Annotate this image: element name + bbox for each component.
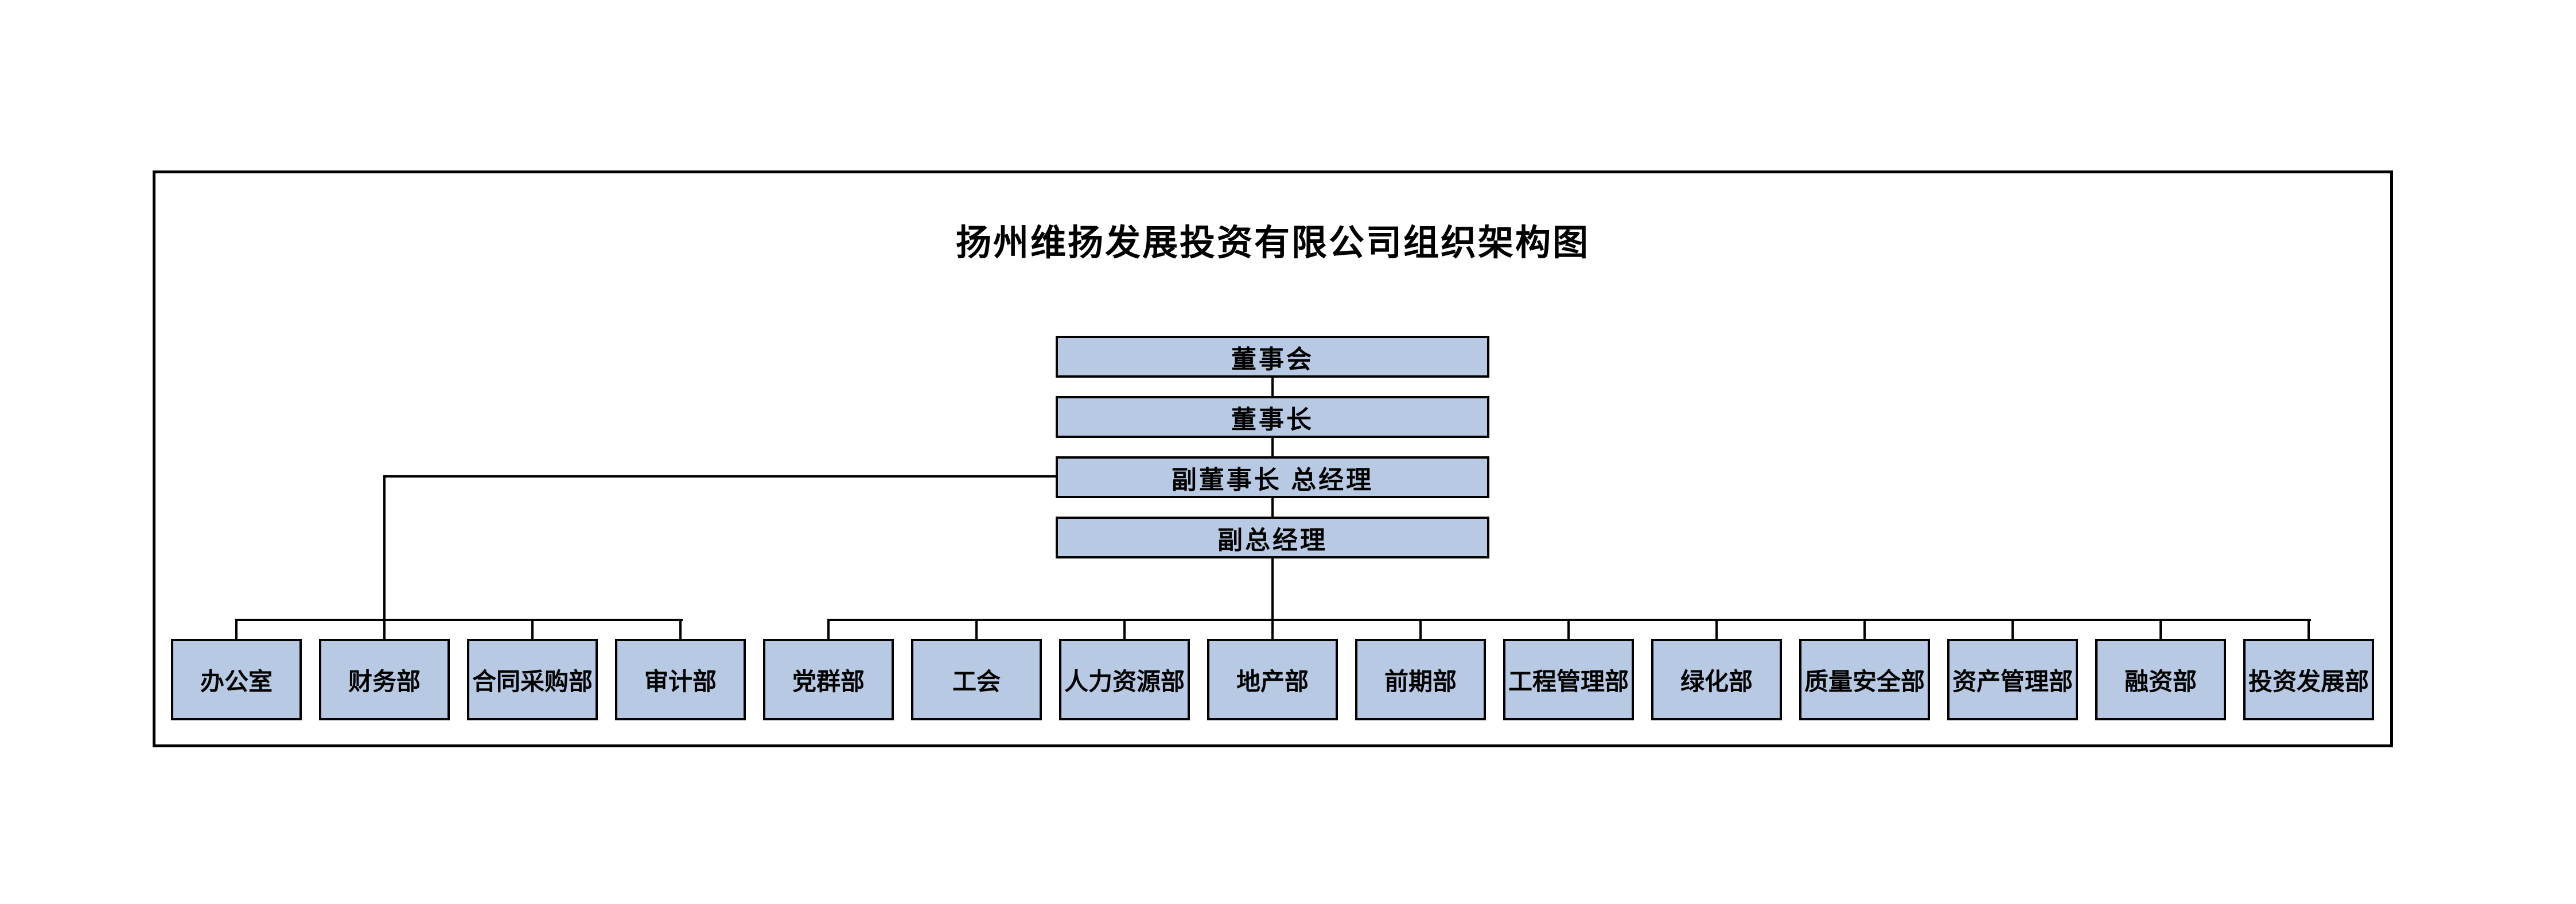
department-row: 办公室财务部合同采购部审计部党群部工会人力资源部地产部前期部工程管理部绿化部质量… [171,619,2374,720]
left-departments-bus-line [235,619,683,621]
dept-node-0: 办公室 [171,619,302,720]
dept-node-1: 财务部 [319,619,450,720]
node-chairman: 董事长 [1056,396,1489,438]
node-vice-chairman-general-manager: 副董事长 总经理 [1056,456,1489,498]
dept-node-13: 融资部 [2095,619,2226,720]
chart-outer-frame [153,170,2393,747]
chart-title: 扬州维扬发展投资有限公司组织架构图 [955,223,1590,263]
dept-node-11: 质量安全部 [1799,619,1930,720]
connector-vice-chairman-to-deputy-gm [1271,498,1274,517]
dept-node-3: 审计部 [615,619,746,720]
dept-node-12: 资产管理部 [1947,619,2078,720]
dept-node-14: 投资发展部 [2243,619,2374,720]
connector-deputy-gm-to-right-bus [1271,558,1274,619]
connector-vice-chairman-left-branch-horizontal [383,475,1056,478]
node-board: 董事会 [1056,336,1489,378]
dept-node-4: 党群部 [763,619,894,720]
dept-node-5: 工会 [911,619,1042,720]
node-deputy-general-manager: 副总经理 [1056,517,1489,558]
dept-node-10: 绿化部 [1651,619,1782,720]
connector-chairman-to-vice-chairman [1271,438,1274,456]
dept-node-9: 工程管理部 [1503,619,1634,720]
dept-node-7: 地产部 [1207,619,1338,720]
dept-node-2: 合同采购部 [467,619,598,720]
connector-board-to-chairman [1271,378,1274,396]
connector-left-branch-vertical [383,475,386,621]
dept-node-6: 人力资源部 [1059,619,1190,720]
dept-node-8: 前期部 [1355,619,1486,720]
